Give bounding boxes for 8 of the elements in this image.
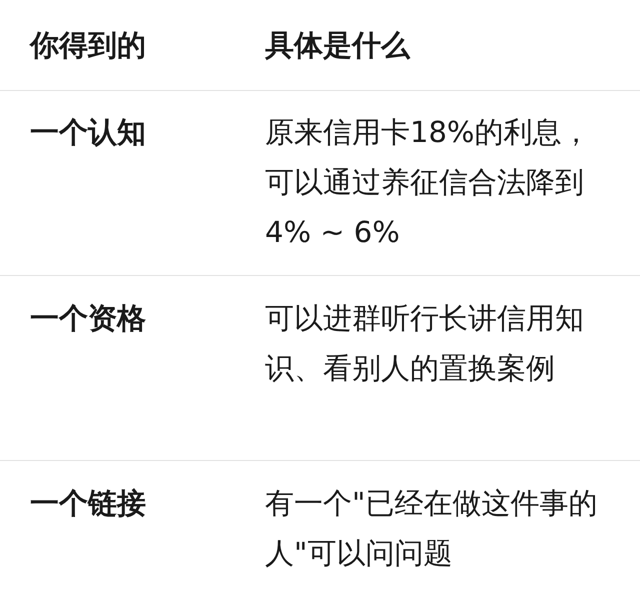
row-label: 一个资格 <box>30 300 147 337</box>
column-header: 具体是什么 <box>265 27 410 64</box>
row-label: 一个链接 <box>30 485 147 522</box>
description-text: 可以进群听行长讲信用知识、看别人的置换案例 <box>265 300 585 387</box>
column-header: 你得到的 <box>30 27 146 64</box>
row-label: 一个认知 <box>30 114 147 151</box>
description-text: 有一个"已经在做这件事的人"可以问问题 <box>265 485 598 572</box>
description-text: 原来信用卡18%的利息，可以通过养征信合法降到4% ~ 6% <box>265 114 592 251</box>
